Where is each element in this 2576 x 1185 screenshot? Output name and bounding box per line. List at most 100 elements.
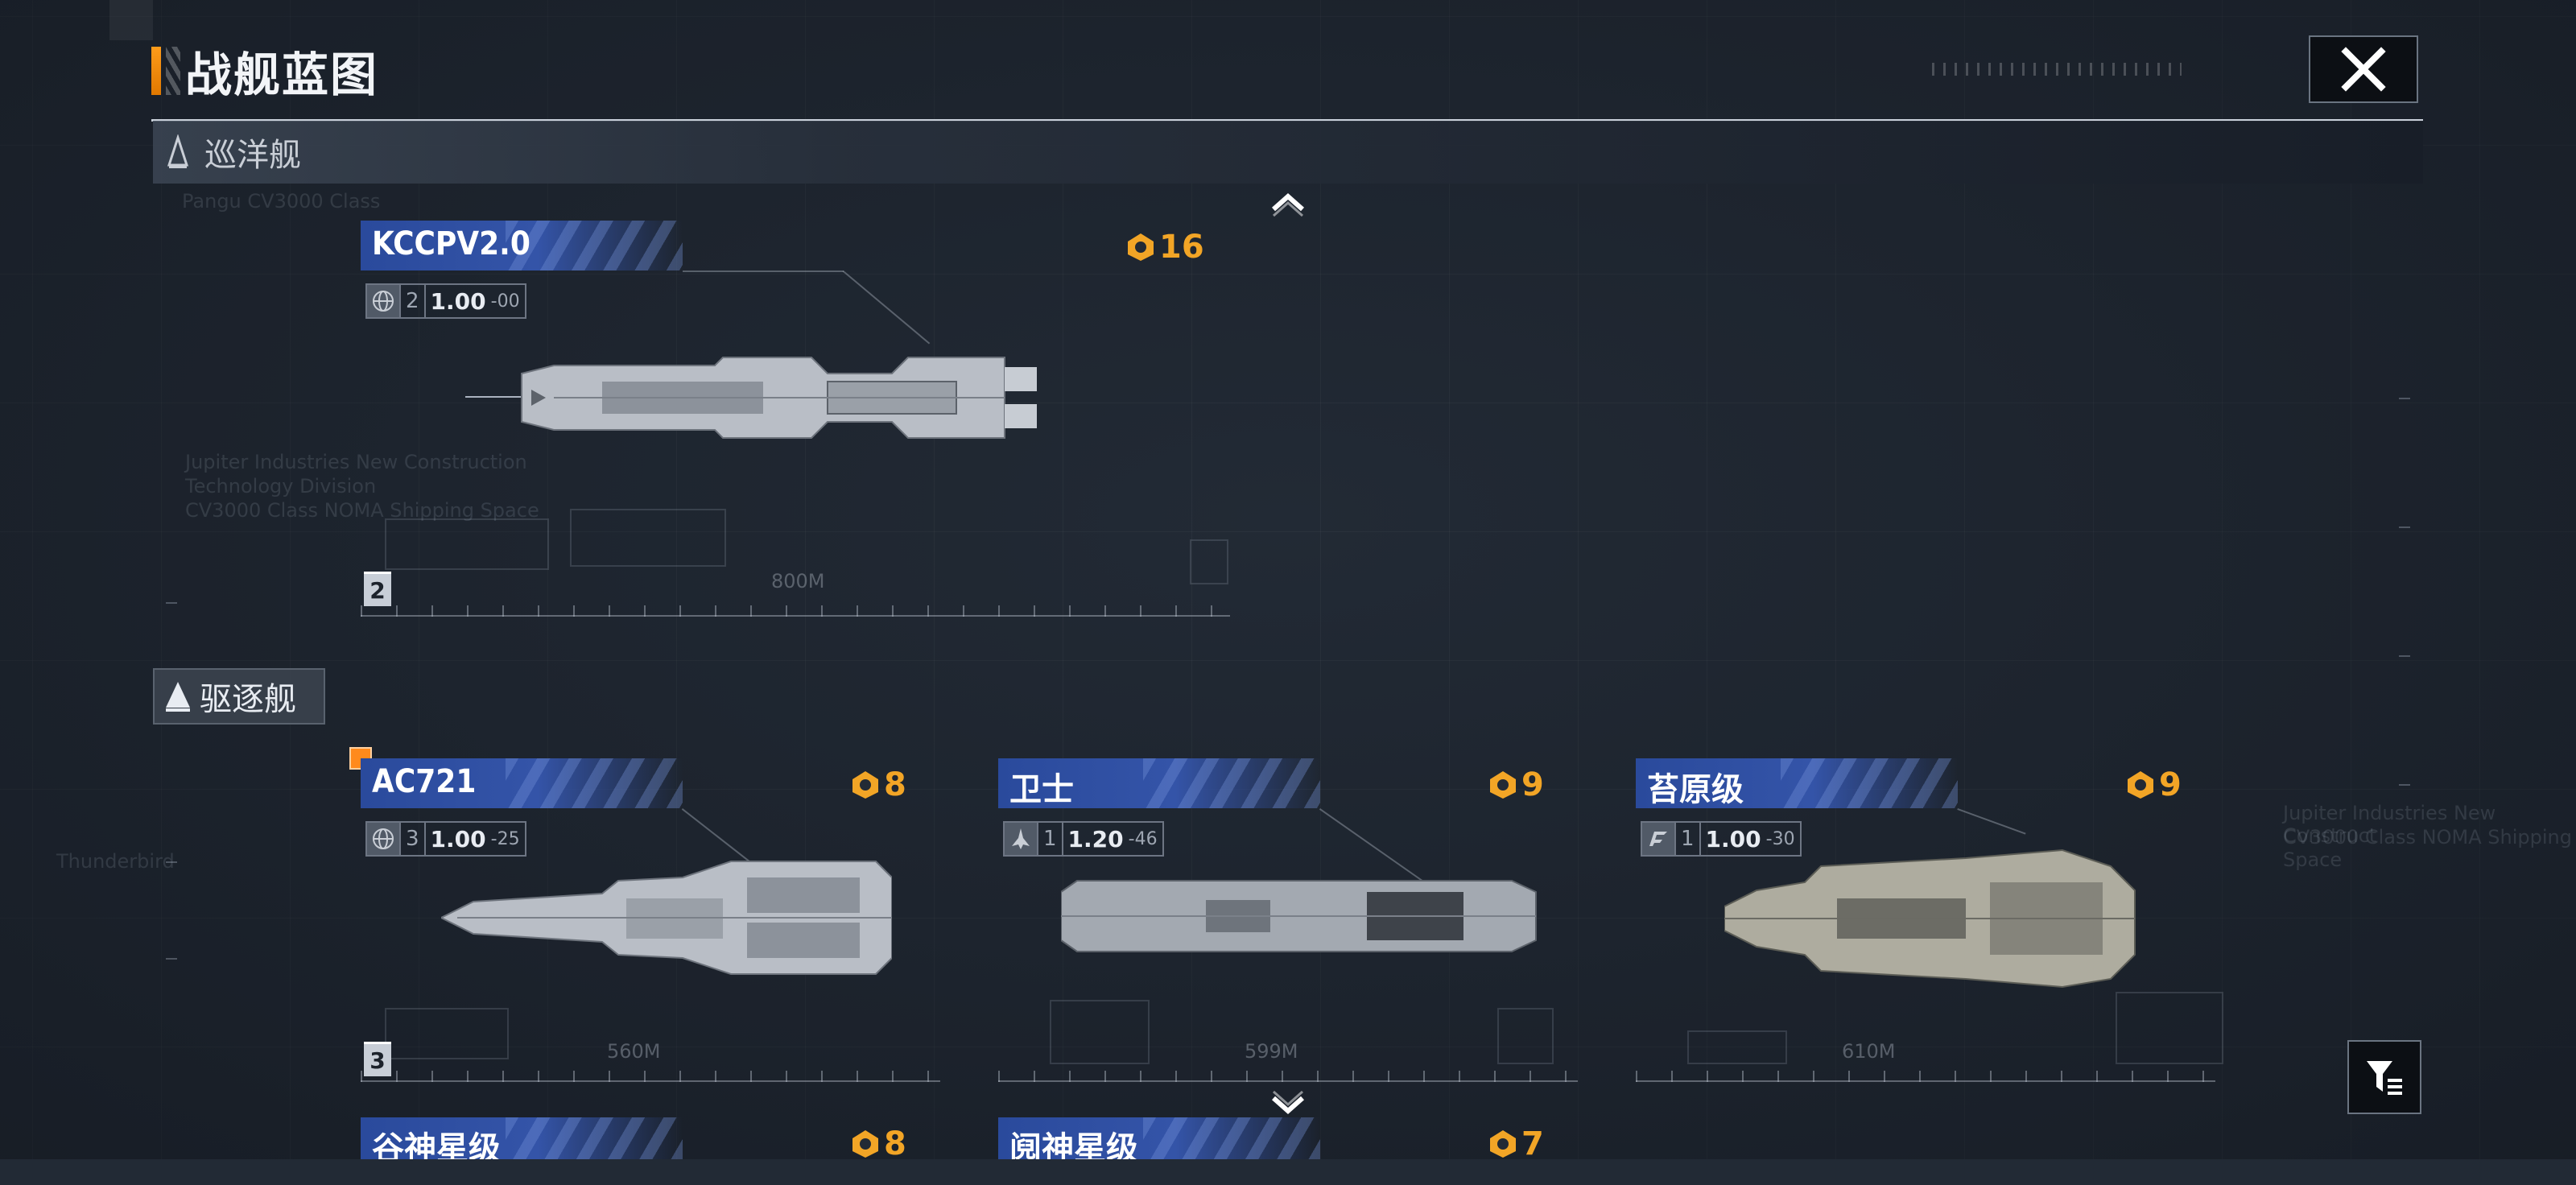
pointer-line (842, 270, 931, 345)
ship-name: 阋神星级 (1009, 1130, 1138, 1159)
ship-name: 谷神星级 (372, 1130, 501, 1159)
side-tick (2399, 655, 2410, 657)
ship-stats: 2 1.00 -00 (365, 283, 526, 319)
ship-image (441, 861, 892, 975)
scale-line (998, 1080, 1578, 1082)
ship-sub-value: -25 (490, 828, 520, 849)
header-divider (151, 119, 2423, 122)
chevron-down-icon (1272, 1090, 1304, 1115)
close-icon (2341, 47, 2386, 92)
ship-card-kccpv[interactable]: KCCPV2.0 16 2 1.00 -00 800M 2 (361, 221, 1238, 647)
filter-button[interactable] (2347, 1040, 2421, 1114)
bg-lore-text: CV3000 Class NOMA Shipping Space (185, 499, 539, 522)
ship-stats: 1 1.20 -46 (1003, 821, 1164, 857)
globe-icon (367, 285, 399, 317)
blueprint-sketch (570, 509, 726, 567)
section-label-cruiser: 巡洋舰 (204, 137, 301, 174)
ship-card-ceres[interactable]: 谷神星级 8 (361, 1117, 1238, 1159)
ship-name-bar: KCCPV2.0 (361, 221, 683, 270)
ship-sub-value: -00 (490, 291, 520, 312)
bg-lore-text: Thunderbird (56, 850, 175, 873)
scroll-up-button[interactable] (1269, 187, 1307, 219)
ship-name: AC721 (372, 763, 477, 800)
side-tick (166, 602, 177, 604)
ship-multiplier: 1.00 (430, 825, 486, 853)
ship-card-tundra[interactable]: 苔原级 9 1 1.00 -30 610M (1636, 758, 2513, 1185)
ship-multiplier: 1.20 (1067, 825, 1124, 853)
ship-image (1061, 880, 1537, 952)
ship-count-badge: 3 (364, 1042, 391, 1076)
scale-ticks (998, 1071, 1578, 1082)
side-tick (166, 861, 177, 863)
pointer-line (683, 270, 844, 272)
command-point-icon (1490, 771, 1516, 799)
ship-name-bar: 卫士 (998, 758, 1320, 808)
bg-lore-text: Jupiter Industries New Construct (2283, 802, 2496, 847)
ship-cost: 8 (850, 1125, 906, 1159)
ship-name-bar: 阋神星级 (998, 1117, 1320, 1159)
blueprint-sketch (1497, 1008, 1554, 1064)
command-point-icon (1128, 233, 1154, 261)
header-tick-decoration (1932, 63, 2182, 76)
scale-line (361, 1080, 940, 1082)
blueprint-sketch (1050, 1000, 1150, 1064)
ship-cost: 16 (1125, 229, 1204, 266)
blueprint-sketch (1190, 539, 1228, 584)
filter-icon (2367, 1061, 2402, 1095)
title-accent-stripes (166, 47, 180, 95)
pointer-line (1957, 808, 2026, 835)
ship-name: KCCPV2.0 (372, 225, 530, 262)
side-tick (2399, 526, 2410, 528)
cruiser-class-icon (167, 134, 189, 168)
ship-sub-value: -46 (1128, 828, 1158, 849)
ship-multiplier: 1.00 (430, 287, 486, 315)
ship-length: 599M (1245, 1040, 1298, 1063)
ship-cost: 9 (1488, 766, 1544, 803)
blueprint-sketch (385, 1008, 509, 1059)
command-point-icon (852, 1130, 878, 1158)
blueprint-sketch (385, 518, 549, 570)
manufacturer-logo-icon (1642, 823, 1674, 855)
ship-level: 3 (399, 823, 426, 855)
bg-lore-text: CV3000 Class NOMA Shipping Space (2283, 826, 2572, 871)
section-header-cruiser[interactable]: 巡洋舰 (153, 121, 2423, 184)
ship-name-bar: 苔原级 (1636, 758, 1958, 808)
ship-length: 800M (771, 570, 825, 592)
ship-card-ac721[interactable]: AC721 8 3 1.00 -25 560M 3 (361, 758, 1238, 1185)
corner-decoration (109, 0, 153, 40)
ship-cost: 8 (850, 766, 906, 803)
ship-image (465, 357, 1037, 439)
ship-stats: 3 1.00 -25 (365, 821, 526, 857)
ship-stats: 1 1.00 -30 (1641, 821, 1802, 857)
destroyer-class-icon (166, 682, 190, 712)
ship-name-bar: AC721 (361, 758, 683, 808)
section-header-destroyer[interactable]: 驱逐舰 (153, 668, 325, 725)
scale-ticks (361, 605, 1230, 617)
ship-card-eris[interactable]: 阋神星级 7 (998, 1117, 1876, 1159)
side-tick (166, 958, 177, 960)
ship-cost: 9 (2125, 766, 2182, 803)
globe-icon (367, 823, 399, 855)
ship-name-bar: 谷神星级 (361, 1117, 683, 1159)
bg-lore-text: Technology Division (185, 475, 377, 498)
section-label-destroyer: 驱逐舰 (200, 681, 296, 718)
ship-image (1724, 848, 2136, 989)
ship-length: 610M (1842, 1040, 1896, 1063)
command-point-icon (1490, 1130, 1516, 1158)
bg-lore-text: Jupiter Industries New Construction (185, 451, 527, 473)
ship-card-guardian[interactable]: 卫士 9 1 1.20 -46 599M (998, 758, 1876, 1185)
scale-ticks (361, 1071, 940, 1082)
bg-lore-text: Pangu CV3000 Class (182, 190, 381, 213)
ship-level: 1 (1674, 823, 1701, 855)
scale-line (361, 615, 1230, 617)
close-button[interactable] (2309, 35, 2418, 103)
blueprint-sketch (1687, 1030, 1787, 1064)
ship-count-badge: 2 (364, 572, 391, 606)
ship-length: 560M (607, 1040, 661, 1063)
side-tick (2399, 784, 2410, 786)
scale-ticks (1636, 1071, 2215, 1082)
page-title: 战舰蓝图 (185, 47, 379, 102)
fighter-icon (1005, 823, 1037, 855)
blueprint-sketch (2116, 992, 2223, 1064)
scroll-down-button[interactable] (1269, 1088, 1307, 1121)
